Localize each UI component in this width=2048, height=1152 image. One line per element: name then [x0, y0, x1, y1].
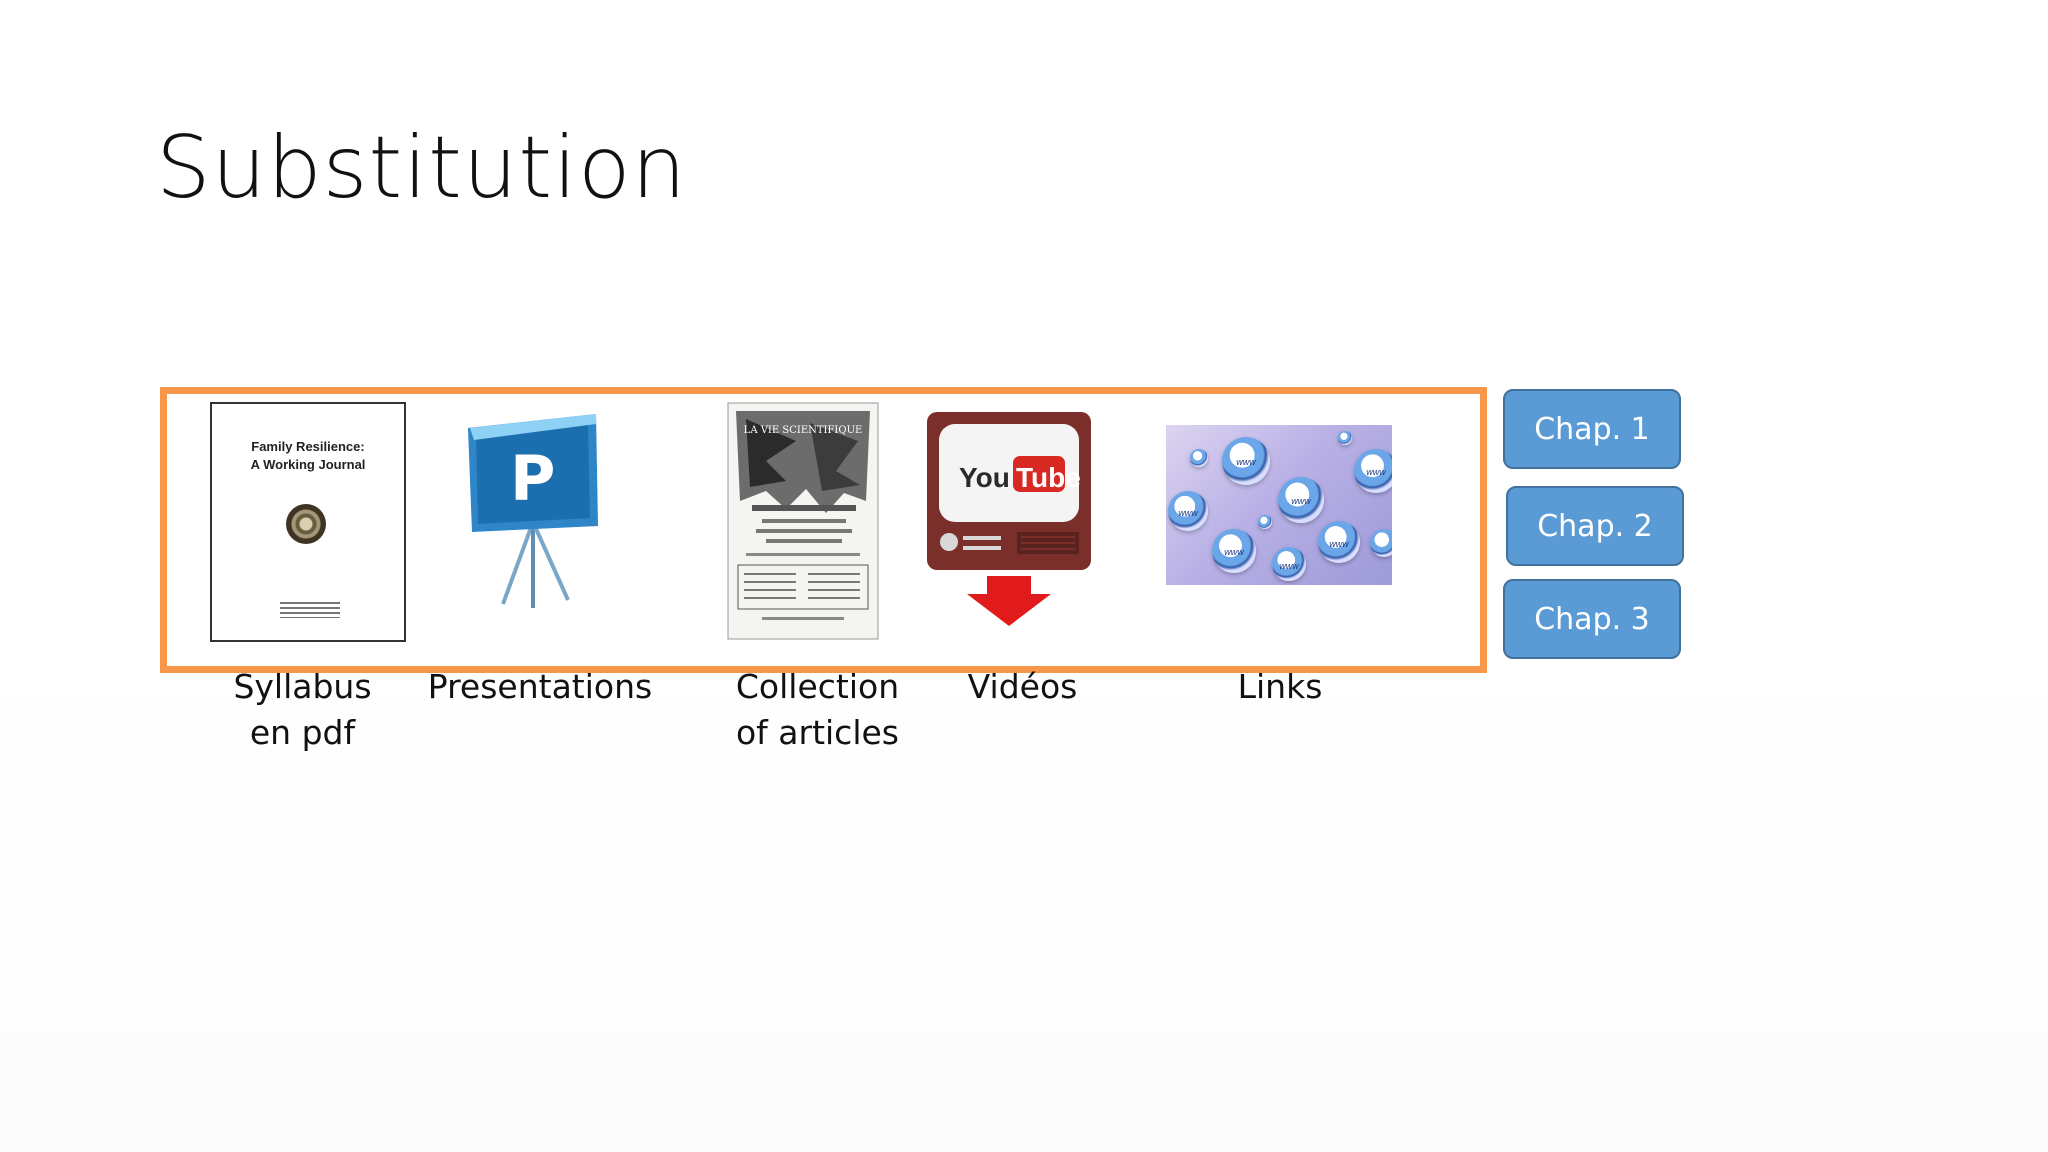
pdf-title-line-1: Family Resilience: — [251, 439, 365, 454]
pdf-document-icon: Family Resilience: A Working Journal — [210, 402, 406, 642]
caption-line: Vidéos — [967, 667, 1078, 706]
youtube-you-text: You — [959, 462, 1010, 493]
caption-line: of articles — [735, 713, 899, 752]
www-drop: www — [1354, 449, 1392, 493]
www-drops-icon: www www www www www www www — [1166, 425, 1392, 585]
www-drop: www — [1222, 437, 1270, 485]
caption-line: Syllabus — [233, 667, 372, 706]
www-drop: www — [1212, 529, 1256, 573]
small-drop — [1190, 449, 1208, 467]
chap-1-button[interactable]: Chap. 1 — [1503, 389, 1681, 469]
www-drop: www — [1168, 491, 1208, 531]
presentation-icon: P — [458, 410, 608, 610]
chap-2-button[interactable]: Chap. 2 — [1506, 486, 1684, 566]
www-drop — [1370, 529, 1392, 557]
caption-line: Links — [1237, 667, 1323, 706]
www-drop: www — [1278, 477, 1324, 523]
youtube-tv-icon: You Tube — [925, 412, 1093, 632]
caption-line: Presentations — [427, 667, 653, 706]
www-drop: www — [1272, 547, 1306, 581]
caption-articles: Collection of articles — [710, 664, 925, 756]
caption-videos: Vidéos — [950, 664, 1095, 710]
pdf-title: Family Resilience: A Working Journal — [212, 438, 404, 474]
pdf-seal — [286, 504, 326, 544]
journal-header: LA VIE SCIENTIFIQUE — [744, 425, 863, 436]
youtube-tube-text: Tube — [1016, 462, 1081, 493]
small-drop — [1258, 515, 1272, 529]
www-drop: www — [1318, 521, 1360, 563]
ppt-letter: P — [510, 442, 555, 515]
chap-3-button[interactable]: Chap. 3 — [1503, 579, 1681, 659]
caption-line: Collection — [735, 667, 900, 706]
caption-links: Links — [1200, 664, 1360, 710]
small-drop — [1338, 431, 1352, 445]
caption-syllabus: Syllabus en pdf — [220, 664, 385, 756]
caption-line: en pdf — [249, 713, 356, 752]
slide-title: Substitution — [156, 118, 688, 218]
journal-cover-icon: LA VIE SCIENTIFIQUE — [726, 401, 880, 641]
pdf-title-line-2: A Working Journal — [250, 457, 366, 472]
caption-presentations: Presentations — [420, 664, 660, 710]
pdf-footer-lines — [280, 602, 340, 618]
